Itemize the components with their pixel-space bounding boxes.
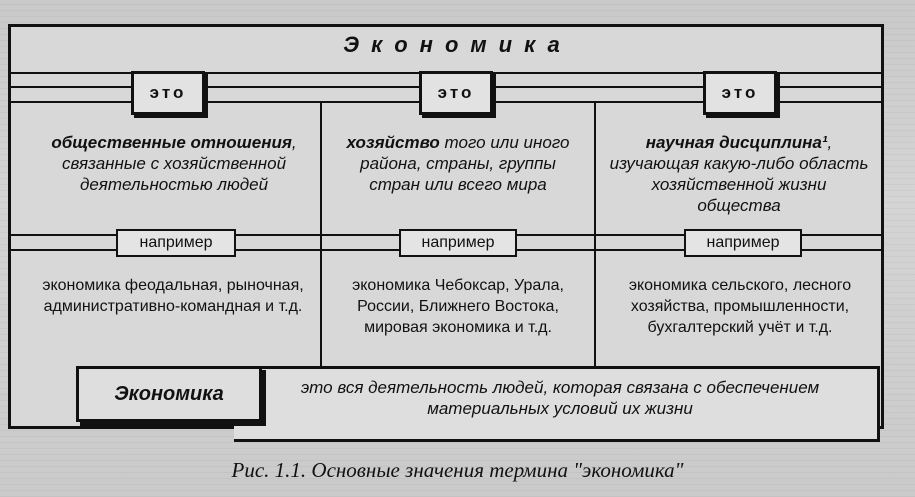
example-label-3: например [684, 229, 802, 257]
column-divider-2 [594, 101, 596, 366]
figure-caption: Рис. 1.1. Основные значения термина "эко… [231, 458, 684, 482]
meaning-text-3: научная дисциплина¹, изучающая какую-либ… [608, 132, 870, 216]
meaning-rest-2: того или иного района, страны, группы ст… [360, 133, 570, 194]
definition-term: Экономика [76, 366, 262, 422]
meaning-term-2: хозяйство [346, 133, 440, 152]
meaning-text-1: общественные отношения, связанные с хозя… [36, 132, 312, 195]
meaning-rest-1: , связанные с хозяйственной деятельность… [61, 133, 297, 194]
connector-label-1: это [131, 71, 205, 115]
meaning-rest-3: , изучающая какую-либо область хозяйстве… [609, 133, 869, 215]
meaning-term-3: научная дисциплина¹ [645, 133, 828, 152]
connector-label-2: это [419, 71, 493, 115]
example-label-1: например [116, 229, 236, 257]
diagram-title: Экономика [343, 32, 572, 57]
example-label-2: например [399, 229, 517, 257]
example-text-1: экономика феодальная, рыночная, админист… [42, 277, 304, 315]
meaning-text-2: хозяйство того или иного района, страны,… [338, 132, 578, 195]
example-text-2: экономика Чебоксар, Урала, России, Ближн… [352, 277, 564, 336]
meaning-term-1: общественные отношения [51, 133, 292, 152]
definition-text-box [234, 366, 880, 442]
connector-label-3: это [703, 71, 777, 115]
definition-text: это вся деятельность людей, которая связ… [300, 378, 820, 418]
example-text-3: экономика сельского, лесного хозяйства, … [628, 277, 852, 336]
column-divider-1 [320, 101, 322, 366]
